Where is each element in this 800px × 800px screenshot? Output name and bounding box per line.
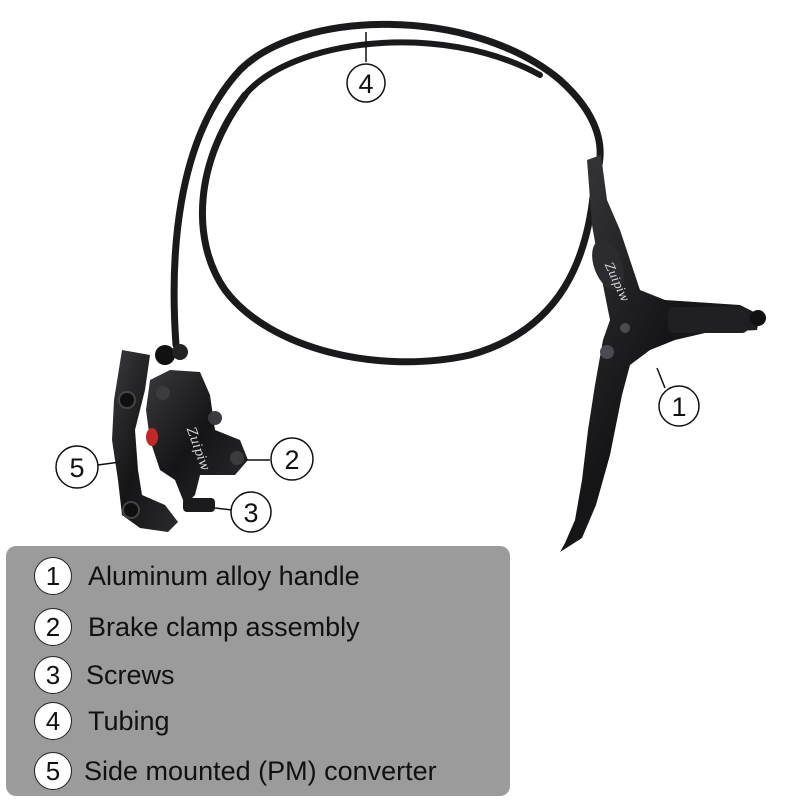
legend-number-badge: 1 [34, 557, 72, 595]
callout-4: 4 [346, 63, 386, 103]
brake-caliper: Zuipiw [146, 344, 248, 512]
callout-3-number: 3 [243, 498, 258, 528]
callout-1: 1 [658, 385, 700, 427]
legend-label: Brake clamp assembly [88, 611, 360, 642]
callout-5: 5 [55, 445, 99, 489]
legend-label: Side mounted (PM) converter [84, 755, 437, 786]
legend-number-badge: 5 [34, 752, 72, 790]
callout-2: 2 [270, 437, 314, 481]
callout-3: 3 [230, 491, 272, 533]
callout-4-number: 4 [358, 69, 373, 99]
legend-item: 3 Screws [6, 653, 175, 697]
legend-item: 1 Aluminum alloy handle [6, 554, 360, 598]
legend-number-badge: 2 [34, 608, 72, 646]
brake-lever: Zuipiw [560, 155, 766, 552]
legend-number-badge: 4 [34, 702, 72, 740]
callout-1-number: 1 [671, 392, 686, 422]
callout-leaders [97, 32, 666, 511]
legend-number-badge: 3 [34, 656, 72, 694]
legend-label: Aluminum alloy handle [88, 560, 360, 591]
legend-item: 4 Tubing [6, 699, 170, 743]
legend-label: Tubing [88, 705, 170, 736]
pm-adapter [112, 350, 178, 532]
legend-label: Screws [86, 659, 175, 690]
parts-legend: 1 Aluminum alloy handle 2 Brake clamp as… [6, 546, 510, 796]
callout-5-number: 5 [69, 453, 84, 483]
callout-2-number: 2 [284, 445, 299, 475]
brake-hose [170, 20, 604, 366]
legend-item: 2 Brake clamp assembly [6, 605, 360, 649]
legend-item: 5 Side mounted (PM) converter [6, 749, 437, 793]
